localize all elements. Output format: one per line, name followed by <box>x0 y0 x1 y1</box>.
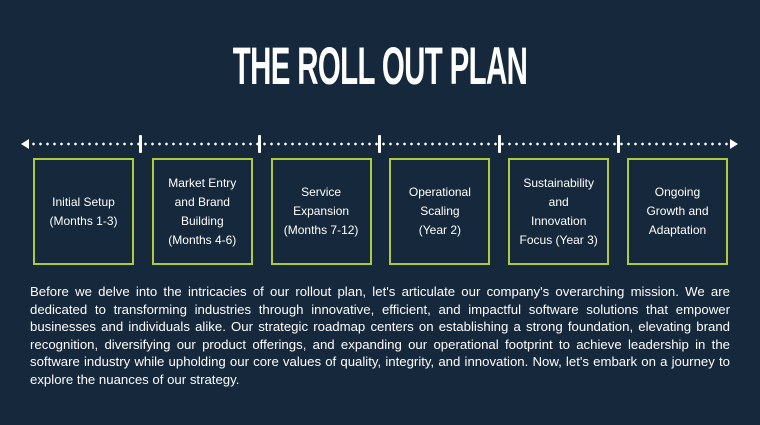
phase-row: Initial Setup (Months 1-3) Market Entry … <box>33 158 728 265</box>
timeline-tick <box>139 135 142 153</box>
timeline-tick <box>258 135 262 153</box>
phase-box-service-expansion: Service Expansion (Months 7-12) <box>270 158 372 265</box>
page-title: THE ROLL OUT PLAN <box>0 36 760 95</box>
phase-box-operational-scaling: Operational Scaling (Year 2) <box>389 158 491 265</box>
phase-label: Operational Scaling (Year 2) <box>408 185 471 237</box>
timeline-tick <box>616 135 620 153</box>
right-arrow-icon <box>730 139 738 149</box>
timeline-tick <box>497 135 501 153</box>
phase-label: Sustainability and Innovation Focus (Yea… <box>519 175 598 247</box>
timeline-tick <box>378 135 381 153</box>
phase-box-initial-setup: Initial Setup (Months 1-3) <box>33 158 134 265</box>
mission-paragraph: Before we delve into the intricacies of … <box>30 284 730 387</box>
timeline <box>21 135 738 153</box>
phase-label: Service Expansion (Months 7-12) <box>283 185 359 237</box>
phase-label: Initial Setup (Months 1-3) <box>49 194 118 228</box>
left-arrow-icon <box>21 139 29 149</box>
page-title-text: THE ROLL OUT PLAN <box>232 36 528 96</box>
phase-box-sustainability-innovation: Sustainability and Innovation Focus (Yea… <box>508 158 610 265</box>
phase-label: Market Entry and Brand Building (Months … <box>168 175 237 247</box>
phase-label: Ongoing Growth and Adaptation <box>646 185 709 237</box>
phase-box-market-entry: Market Entry and Brand Building (Months … <box>151 158 253 265</box>
phase-box-ongoing-growth: Ongoing Growth and Adaptation <box>626 158 728 265</box>
